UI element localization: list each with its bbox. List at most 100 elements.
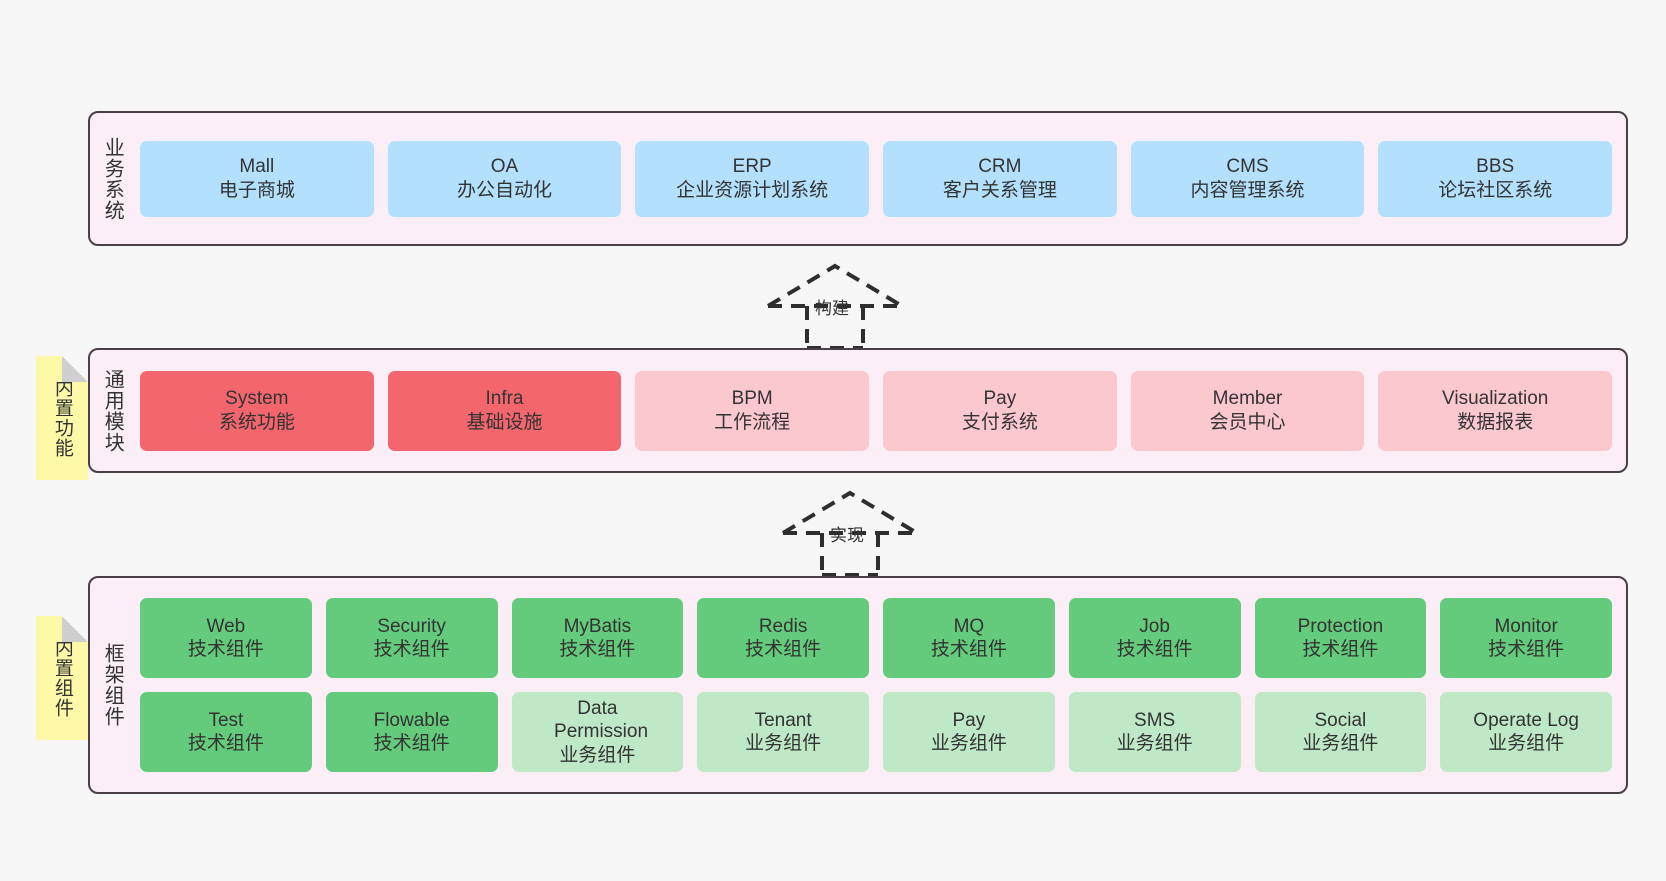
card-title-en: Web bbox=[206, 615, 246, 637]
card-cms[interactable]: CMS 内容管理系统 bbox=[1130, 140, 1365, 217]
card-title-cn: 会员中心 bbox=[1209, 411, 1286, 433]
card-title-cn: 内容管理系统 bbox=[1190, 179, 1305, 201]
card-title-cn: 客户关系管理 bbox=[942, 179, 1057, 201]
connector-label-implement: 实现 bbox=[830, 526, 864, 545]
layer-title-business-systems: 业务系统 bbox=[101, 136, 124, 221]
card-title-cn: 技术组件 bbox=[1116, 639, 1193, 660]
card-title-cn: 技术组件 bbox=[373, 733, 450, 754]
card-redis[interactable]: Redis 技术组件 bbox=[697, 598, 869, 678]
card-title-en: Protection bbox=[1297, 615, 1384, 637]
card-pay-component[interactable]: Pay 业务组件 bbox=[883, 692, 1055, 772]
card-title-en: Operate Log bbox=[1473, 709, 1579, 731]
card-title-cn: 系统功能 bbox=[218, 411, 295, 433]
card-row: Mall 电子商城 OA 办公自动化 ERP 企业资源计划系统 CRM 客户关系… bbox=[140, 140, 1613, 217]
card-infra[interactable]: Infra 基础设施 bbox=[387, 370, 622, 451]
card-title-cn: 电子商城 bbox=[218, 179, 295, 201]
card-title-en: Social bbox=[1314, 709, 1367, 731]
card-mall[interactable]: Mall 电子商城 bbox=[140, 140, 374, 217]
card-row: Web 技术组件 Security 技术组件 MyBatis 技术组件 Redi… bbox=[140, 598, 1612, 678]
card-pay-module[interactable]: Pay 支付系统 bbox=[883, 370, 1117, 451]
card-title-cn: 业务组件 bbox=[559, 744, 636, 766]
card-security[interactable]: Security 技术组件 bbox=[325, 598, 498, 678]
card-title-cn: 业务组件 bbox=[745, 733, 822, 754]
card-mybatis[interactable]: MyBatis 技术组件 bbox=[511, 598, 684, 678]
connector-implement: 实现 bbox=[765, 485, 935, 577]
card-title-cn: 论坛社区系统 bbox=[1438, 179, 1553, 201]
card-title-cn: 工作流程 bbox=[714, 411, 791, 433]
card-title-en: Monitor bbox=[1494, 615, 1558, 637]
connector-build: 构建 bbox=[750, 258, 920, 350]
card-title-cn: 业务组件 bbox=[1116, 733, 1193, 754]
card-title-cn: 业务组件 bbox=[1488, 733, 1565, 754]
card-job[interactable]: Job 技术组件 bbox=[1068, 598, 1241, 678]
card-title-en: Mall bbox=[239, 156, 275, 178]
layer-body-common-modules: System 系统功能 Infra 基础设施 BPM 工作流程 Pay 支付系统… bbox=[134, 350, 1626, 471]
card-web[interactable]: Web 技术组件 bbox=[140, 598, 312, 678]
card-row: Test 技术组件 Flowable 技术组件 Data Permission … bbox=[140, 692, 1612, 772]
card-title-cn: 业务组件 bbox=[930, 733, 1007, 754]
card-social[interactable]: Social 业务组件 bbox=[1254, 692, 1427, 772]
card-title-cn: 技术组件 bbox=[1302, 639, 1379, 660]
card-title-cn: 业务组件 bbox=[1302, 733, 1379, 754]
card-member[interactable]: Member 会员中心 bbox=[1130, 370, 1365, 451]
sticky-note-builtin-components: 内置组件 bbox=[36, 616, 88, 740]
card-title-cn: 技术组件 bbox=[1488, 639, 1565, 660]
card-title-cn: 技术组件 bbox=[559, 639, 636, 660]
card-title-en: Infra bbox=[485, 388, 524, 410]
card-data-permission[interactable]: Data Permission 业务组件 bbox=[511, 692, 684, 772]
sticky-note-label: 内置功能 bbox=[51, 378, 73, 458]
card-title-en: CRM bbox=[978, 156, 1022, 178]
card-title-en: Job bbox=[1139, 615, 1170, 637]
card-title-cn: 办公自动化 bbox=[457, 179, 553, 201]
layer-body-business-systems: Mall 电子商城 OA 办公自动化 ERP 企业资源计划系统 CRM 客户关系… bbox=[134, 113, 1626, 244]
card-title-en: Data Permission bbox=[554, 698, 649, 743]
card-title-cn: 数据报表 bbox=[1457, 411, 1534, 433]
sticky-note-label: 内置组件 bbox=[51, 638, 73, 718]
card-title-cn: 技术组件 bbox=[187, 733, 264, 754]
card-title-en: Flowable bbox=[373, 709, 450, 731]
card-title-en: Visualization bbox=[1442, 388, 1549, 410]
note-fold-corner-icon bbox=[62, 356, 88, 382]
card-bpm[interactable]: BPM 工作流程 bbox=[635, 370, 870, 451]
card-test[interactable]: Test 技术组件 bbox=[140, 692, 312, 772]
card-title-cn: 技术组件 bbox=[745, 639, 822, 660]
note-fold-corner-icon bbox=[62, 616, 88, 642]
connector-label-build: 构建 bbox=[815, 299, 849, 318]
card-title-en: MQ bbox=[953, 615, 985, 637]
card-title-en: Pay bbox=[952, 709, 986, 731]
card-visualization[interactable]: Visualization 数据报表 bbox=[1378, 370, 1613, 451]
card-title-en: MyBatis bbox=[563, 615, 632, 637]
card-mq[interactable]: MQ 技术组件 bbox=[883, 598, 1055, 678]
layer-title-common-modules: 通用模块 bbox=[101, 368, 124, 453]
layer-framework-components: 框架组件 Web 技术组件 Security 技术组件 MyBatis 技术组件… bbox=[88, 576, 1628, 794]
card-protection[interactable]: Protection 技术组件 bbox=[1254, 598, 1427, 678]
card-title-en: Security bbox=[377, 615, 446, 637]
card-title-cn: 技术组件 bbox=[373, 639, 450, 660]
arrow-head-left-right bbox=[766, 263, 904, 308]
card-title-cn: 支付系统 bbox=[961, 411, 1038, 433]
card-operate-log[interactable]: Operate Log 业务组件 bbox=[1440, 692, 1612, 772]
card-system[interactable]: System 系统功能 bbox=[140, 370, 374, 451]
layer-common-modules: 通用模块 System 系统功能 Infra 基础设施 BPM 工作流程 Pay… bbox=[88, 348, 1628, 473]
card-title-en: Pay bbox=[983, 388, 1017, 410]
card-title-cn: 基础设施 bbox=[466, 411, 543, 433]
layer-title-framework-components: 框架组件 bbox=[101, 643, 124, 727]
layer-body-framework-components: Web 技术组件 Security 技术组件 MyBatis 技术组件 Redi… bbox=[134, 578, 1626, 792]
card-oa[interactable]: OA 办公自动化 bbox=[387, 140, 622, 217]
card-erp[interactable]: ERP 企业资源计划系统 bbox=[635, 140, 870, 217]
card-title-cn: 技术组件 bbox=[930, 639, 1007, 660]
card-crm[interactable]: CRM 客户关系管理 bbox=[883, 140, 1117, 217]
card-tenant[interactable]: Tenant 业务组件 bbox=[697, 692, 869, 772]
card-bbs[interactable]: BBS 论坛社区系统 bbox=[1378, 140, 1613, 217]
card-row: System 系统功能 Infra 基础设施 BPM 工作流程 Pay 支付系统… bbox=[140, 370, 1613, 451]
card-flowable[interactable]: Flowable 技术组件 bbox=[325, 692, 498, 772]
card-title-cn: 企业资源计划系统 bbox=[676, 179, 829, 201]
card-title-en: ERP bbox=[732, 156, 772, 178]
card-title-en: OA bbox=[490, 156, 519, 178]
card-sms[interactable]: SMS 业务组件 bbox=[1068, 692, 1241, 772]
card-title-en: System bbox=[225, 388, 289, 410]
card-title-en: BPM bbox=[731, 388, 773, 410]
card-title-en: CMS bbox=[1226, 156, 1269, 178]
card-monitor[interactable]: Monitor 技术组件 bbox=[1440, 598, 1612, 678]
